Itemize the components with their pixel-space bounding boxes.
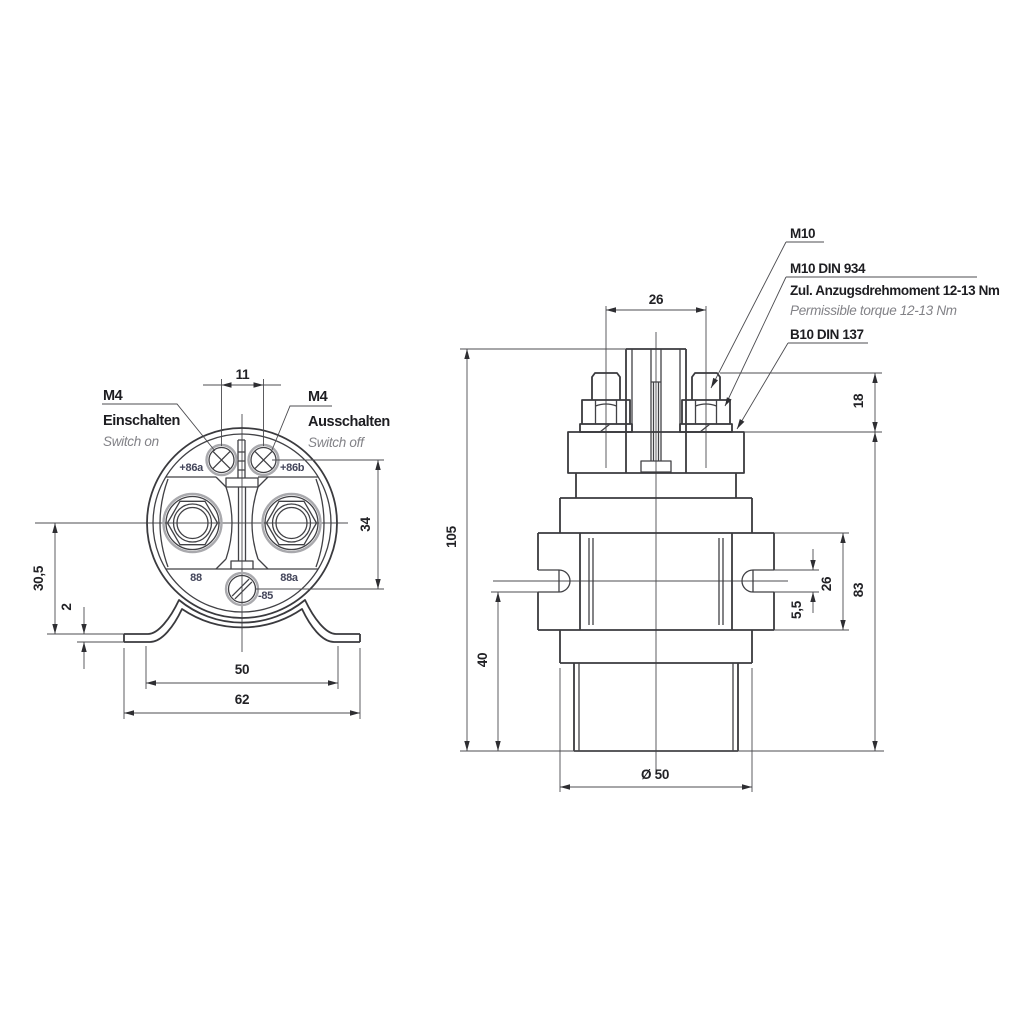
- dim-flange-height: 26: [774, 532, 849, 631]
- svg-text:83: 83: [851, 582, 866, 597]
- dim-stud-spacing: 26: [606, 292, 706, 313]
- note-stud: M10: [790, 226, 815, 241]
- svg-text:2: 2: [59, 603, 74, 610]
- dim-screw-spacing: 11: [203, 367, 281, 446]
- fastener-notes: M10 M10 DIN 934 Zul. Anzugsdrehmoment 12…: [710, 226, 1000, 430]
- note-torque-en: Permissible torque 12-13 Nm: [790, 303, 957, 318]
- dim-plate-thickness: 2: [59, 603, 124, 669]
- main-terminal-left: [162, 492, 223, 554]
- terminal-label-86b: +86b: [280, 462, 305, 474]
- svg-text:5,5: 5,5: [789, 600, 804, 619]
- side-view: 26 105 40 18 83 26: [444, 226, 1000, 792]
- main-terminal-right: [261, 492, 322, 554]
- svg-text:40: 40: [475, 653, 490, 667]
- switch-off-size: M4: [308, 389, 328, 405]
- svg-text:50: 50: [235, 662, 249, 677]
- front-housing-details: [159, 439, 325, 570]
- svg-text:34: 34: [358, 517, 373, 532]
- side-body: [460, 431, 884, 752]
- dim-body-height: 83: [851, 432, 878, 751]
- note-torque-de: Zul. Anzugsdrehmoment 12-13 Nm: [790, 283, 1000, 298]
- dim-overall-height: 105: [444, 348, 626, 751]
- center-post: [625, 348, 687, 473]
- dim-terminal-offset: 34: [256, 459, 384, 590]
- dim-slot-width: 5,5: [774, 549, 819, 619]
- switch-on-en: Switch on: [103, 434, 159, 449]
- switch-on-de: Einschalten: [103, 413, 180, 429]
- side-centerlines: [493, 306, 788, 770]
- switch-off-label: M4 Ausschalten Switch off: [271, 389, 390, 451]
- switch-off-de: Ausschalten: [308, 414, 390, 430]
- note-washer: B10 DIN 137: [790, 327, 864, 342]
- svg-text:26: 26: [819, 576, 834, 591]
- terminal-label-85: -85: [258, 590, 273, 602]
- svg-text:26: 26: [649, 292, 664, 307]
- svg-text:105: 105: [444, 525, 459, 547]
- svg-text:30,5: 30,5: [31, 565, 46, 591]
- note-nut: M10 DIN 934: [790, 261, 866, 276]
- switch-on-label: M4 Einschalten Switch on: [102, 388, 216, 452]
- front-body-outline: [146, 427, 338, 619]
- switch-off-en: Switch off: [308, 435, 365, 450]
- terminal-label-86a: +86a: [179, 462, 204, 474]
- front-view: +86a +86b 88 88a -85 11 34 30,5 2: [31, 367, 390, 719]
- dim-flange-width: 62: [123, 648, 361, 719]
- terminal-label-88a: 88a: [280, 572, 299, 584]
- svg-text:Ø 50: Ø 50: [641, 767, 669, 782]
- svg-text:18: 18: [851, 393, 866, 408]
- svg-text:11: 11: [236, 367, 250, 382]
- dim-lower-height: 40: [475, 591, 538, 751]
- dim-center-to-base: 30,5: [31, 523, 124, 635]
- mounting-bracket-front: [123, 599, 361, 643]
- dim-stud-protrusion: 18: [720, 372, 882, 433]
- dim-diameter: Ø 50: [559, 668, 753, 792]
- switch-on-screw: [205, 443, 238, 477]
- terminal-label-88: 88: [190, 572, 202, 584]
- switch-on-size: M4: [103, 388, 123, 404]
- dim-slot-spacing: 50: [145, 646, 339, 689]
- svg-text:62: 62: [235, 692, 249, 707]
